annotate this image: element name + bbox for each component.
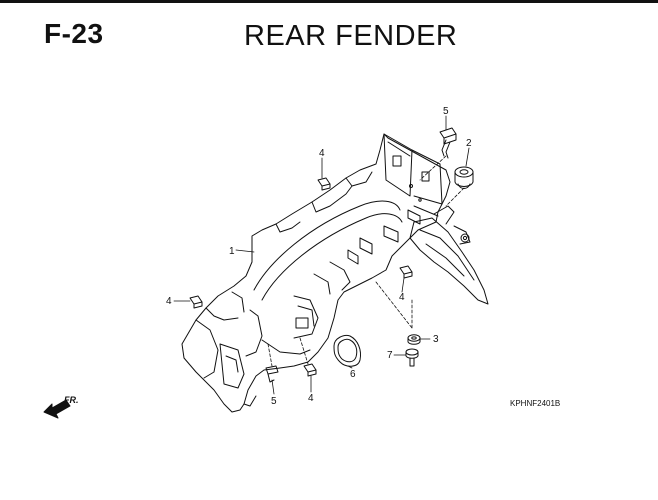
bolt-top bbox=[439, 127, 457, 159]
part-label-4-right: 4 bbox=[399, 292, 405, 303]
mudflap-bracket bbox=[409, 205, 489, 305]
leader-lines bbox=[173, 115, 470, 395]
part-label-1: 1 bbox=[229, 246, 235, 257]
top-rule bbox=[0, 0, 658, 3]
part-label-4-lower: 4 bbox=[308, 393, 314, 404]
page-title: REAR FENDER bbox=[244, 20, 458, 52]
clip-nut-right bbox=[399, 265, 413, 279]
front-direction-arrow-icon bbox=[43, 399, 71, 419]
grommet bbox=[454, 166, 474, 189]
section-code: F-23 bbox=[44, 18, 104, 49]
part-label-4-left: 4 bbox=[166, 296, 172, 307]
rubber-seal bbox=[333, 335, 361, 367]
part-label-6: 6 bbox=[350, 369, 356, 380]
washer bbox=[407, 334, 421, 345]
part-label-7: 7 bbox=[387, 350, 393, 361]
part-label-4-upper: 4 bbox=[319, 148, 325, 159]
part-label-5-lower: 5 bbox=[271, 396, 277, 407]
part-label-2: 2 bbox=[466, 138, 472, 149]
clip-nut-lower bbox=[303, 363, 317, 377]
part-label-3: 3 bbox=[433, 334, 439, 345]
clip-nut-upper bbox=[317, 177, 331, 191]
screw bbox=[405, 348, 419, 367]
front-direction-label: FR. bbox=[64, 395, 79, 405]
part-label-5-top: 5 bbox=[443, 106, 449, 117]
bolt-lower bbox=[265, 365, 279, 383]
part-labels: 1 2 3 4 4 4 4 5 5 6 7 bbox=[166, 106, 472, 407]
catalog-code: KPHNF2401B bbox=[510, 399, 560, 408]
clip-nut-left bbox=[189, 295, 203, 309]
